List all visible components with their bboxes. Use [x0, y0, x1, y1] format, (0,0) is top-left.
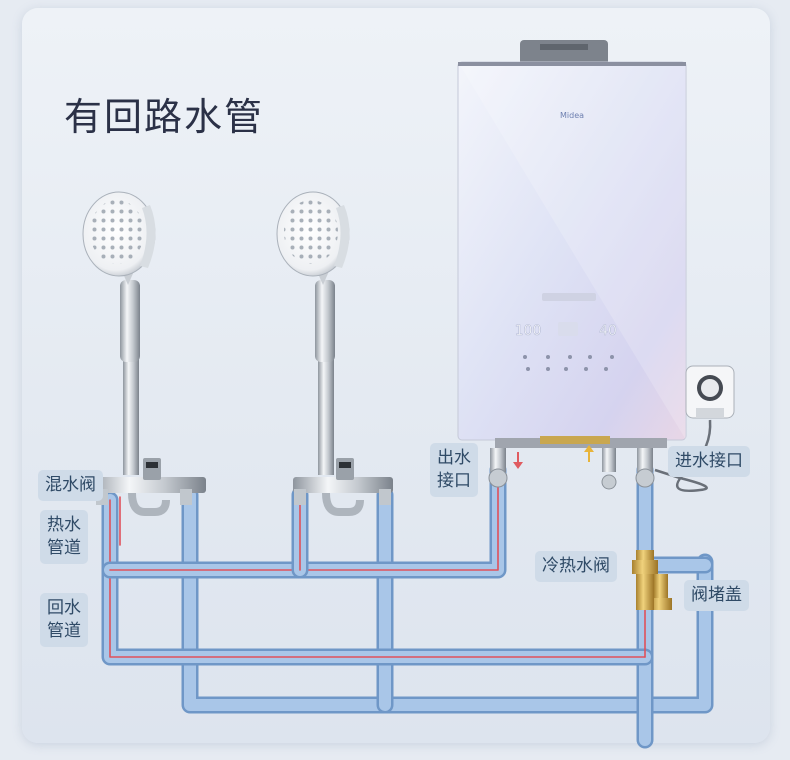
- hot-out-arrow-icon: [513, 452, 523, 469]
- label-hot-pipe: 热水 管道: [40, 510, 88, 564]
- heater-brand: Midea: [560, 111, 584, 120]
- water-heater: Midea 100 40: [457, 40, 687, 490]
- label-return-pipe: 回水 管道: [40, 593, 88, 647]
- display-left-value: 100: [515, 323, 542, 339]
- shower-left: [82, 191, 206, 516]
- page-title: 有回路水管: [64, 95, 265, 139]
- display-right-value: 40: [599, 323, 617, 339]
- label-return-pipe-line1: 回水: [47, 598, 81, 618]
- inlet-arrow-icon: [584, 445, 594, 462]
- shower-right: [276, 191, 393, 516]
- label-valve-cap: 阀堵盖: [684, 580, 749, 611]
- label-outlet-line2: 接口: [437, 471, 471, 491]
- label-hot-cold-valve: 冷热水阀: [535, 551, 617, 582]
- label-inlet: 进水接口: [668, 446, 750, 477]
- label-mix-valve: 混水阀: [38, 470, 103, 501]
- label-hot-pipe-line1: 热水: [47, 515, 81, 535]
- hot-cold-valve: [632, 550, 672, 610]
- label-outlet: 出水 接口: [430, 443, 478, 497]
- label-return-pipe-line2: 管道: [47, 621, 81, 641]
- hot-water-loop: [101, 461, 654, 666]
- power-socket: [654, 365, 735, 492]
- cold-water-pipes: [181, 461, 714, 749]
- label-outlet-line1: 出水: [437, 448, 471, 468]
- label-hot-pipe-line2: 管道: [47, 538, 81, 558]
- heater-control-panel: 100 40: [514, 293, 617, 371]
